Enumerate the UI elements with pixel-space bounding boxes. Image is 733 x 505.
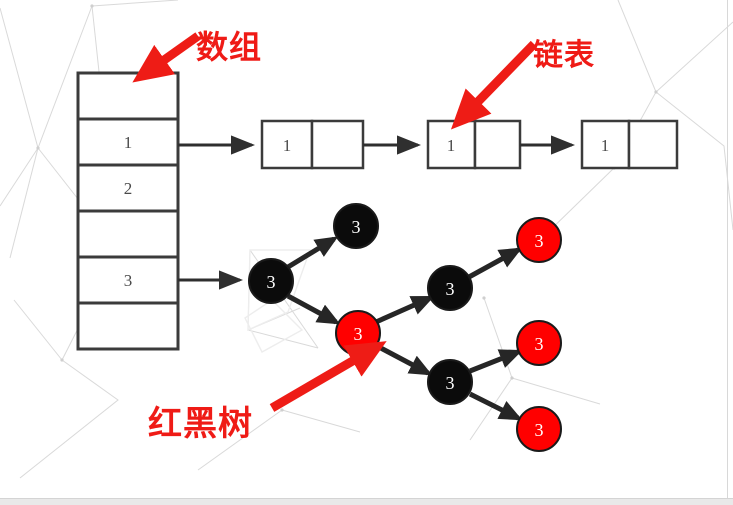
- array-label: 数组: [196, 28, 263, 66]
- tree-node-black-left[interactable]: 3: [333, 203, 379, 249]
- tree-node-black-lower-right[interactable]: 3: [427, 359, 473, 405]
- tree-node-red-top[interactable]: 3: [516, 217, 562, 263]
- canvas-right-border: [727, 0, 728, 505]
- tree-node-root[interactable]: 3: [248, 258, 294, 304]
- tree-edge-black-lower-to-red-bottom: [468, 391, 523, 421]
- tree-edge-root-to-red: [286, 293, 341, 325]
- tree-node-value: 3: [354, 324, 363, 344]
- tree-node-value: 3: [446, 279, 455, 299]
- tree-node-value: 3: [352, 217, 361, 237]
- tree-node-value: 3: [446, 373, 455, 393]
- array-cell-value: 1: [124, 133, 133, 152]
- list-item[interactable]: 1: [580, 119, 679, 170]
- tree-node-red-bottom[interactable]: 3: [516, 406, 562, 452]
- annotation-arrows: [132, 32, 538, 412]
- list-item[interactable]: 1: [426, 119, 522, 170]
- array-cell[interactable]: 3: [76, 255, 180, 305]
- linked-list-label: 链表: [533, 38, 595, 73]
- array-cell[interactable]: [76, 301, 180, 351]
- tree-edge-red-to-black-lower: [375, 343, 433, 376]
- list-item[interactable]: 1: [260, 119, 365, 170]
- array-cell[interactable]: [76, 71, 180, 121]
- array-cell-value: 2: [124, 179, 133, 198]
- list-node-value: 1: [601, 136, 610, 155]
- tree-edge-black-upper-to-red: [467, 247, 523, 280]
- tree-node-red-center[interactable]: 3: [335, 310, 381, 356]
- list-node-value: 1: [283, 136, 292, 155]
- array-cell-value: 3: [124, 271, 133, 290]
- canvas-bottom-border: [0, 498, 733, 505]
- list-node-value: 1: [447, 136, 456, 155]
- tree-node-value: 3: [267, 272, 276, 292]
- red-black-tree-label: 红黑树: [148, 404, 253, 444]
- tree-edge-root-to-black-left: [286, 236, 339, 270]
- tree-node-value: 3: [535, 334, 544, 354]
- array-cell[interactable]: 1: [76, 117, 180, 167]
- rbtree-annotation-arrow: [269, 341, 387, 412]
- tree-edges: [286, 236, 523, 421]
- list-annotation-arrow: [450, 40, 538, 130]
- array-annotation-arrow: [132, 32, 201, 83]
- tree-node-value: 3: [535, 231, 544, 251]
- array-cell[interactable]: [76, 209, 180, 259]
- array-cell[interactable]: 2: [76, 163, 180, 213]
- tree-node-red-mid[interactable]: 3: [516, 320, 562, 366]
- tree-edge-black-lower-to-red-mid: [469, 349, 523, 374]
- tree-edge-red-to-black-upper: [374, 295, 435, 325]
- tree-node-black-upper-right[interactable]: 3: [427, 265, 473, 311]
- background-polygons: [244, 249, 311, 353]
- hash-bucket-array: 1 2 3: [76, 71, 180, 351]
- tree-node-value: 3: [535, 420, 544, 440]
